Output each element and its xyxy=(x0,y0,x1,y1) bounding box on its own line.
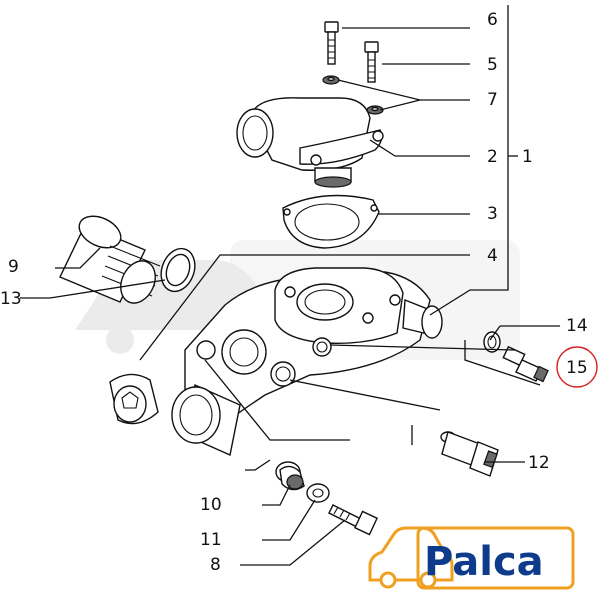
callout-14: 14 xyxy=(566,316,588,336)
palca-logo: Palca xyxy=(368,526,575,590)
callout-2: 2 xyxy=(487,147,498,167)
part-15-temperature-sensor xyxy=(502,345,549,383)
part-8-bolt xyxy=(328,504,378,536)
part-14-seal-ring xyxy=(483,331,501,353)
leader-lines xyxy=(20,5,560,566)
callout-11: 11 xyxy=(200,530,222,550)
callout-15: 15 xyxy=(566,358,588,378)
logo-text: Palca xyxy=(424,539,544,585)
part-11-washer xyxy=(306,483,330,503)
part-7-washers xyxy=(322,75,384,115)
part-13-o-ring xyxy=(160,247,196,293)
part-12-temperature-sensor xyxy=(440,431,499,477)
callout-1: 1 xyxy=(522,147,533,167)
callout-6: 6 xyxy=(487,10,498,30)
logo-frame xyxy=(416,526,575,590)
callout-7: 7 xyxy=(487,90,498,110)
car-icon xyxy=(368,526,454,589)
part-4-thermostat-housing xyxy=(171,267,443,456)
part-3-gasket xyxy=(282,194,380,249)
highlight-circle-15 xyxy=(556,346,598,388)
callout-5: 5 xyxy=(487,55,498,75)
callout-3: 3 xyxy=(487,204,498,224)
callout-labels: 6 5 7 2 1 3 4 9 13 14 15 12 10 11 8 xyxy=(0,10,588,575)
callout-9: 9 xyxy=(8,257,19,277)
part-10-plug xyxy=(275,461,305,491)
part-5-bolt xyxy=(364,41,379,83)
callout-12: 12 xyxy=(528,453,550,473)
callout-8: 8 xyxy=(210,555,221,575)
callout-4: 4 xyxy=(487,246,498,266)
part-9-hose xyxy=(59,215,161,304)
callout-10: 10 xyxy=(200,495,222,515)
callout-13: 13 xyxy=(0,289,22,309)
part-2-thermostat-cover xyxy=(236,97,384,188)
part-6-bolt xyxy=(324,21,339,65)
part-drain-plug xyxy=(109,373,159,425)
